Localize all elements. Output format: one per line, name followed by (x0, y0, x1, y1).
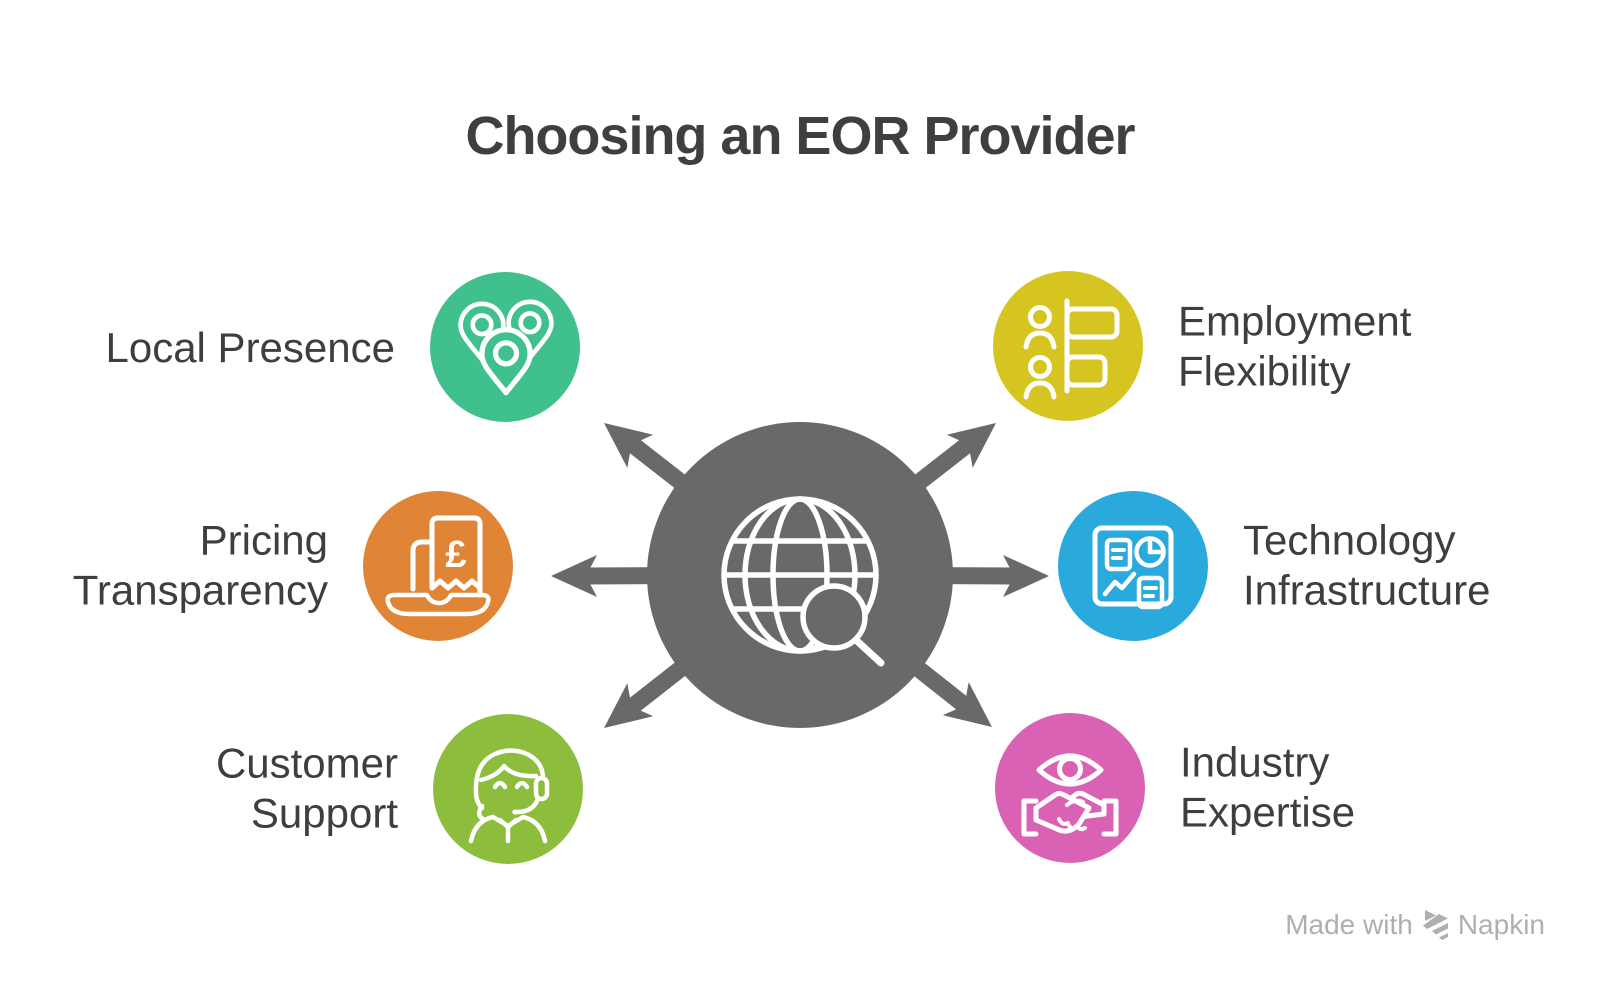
eye-handshake-icon (1021, 753, 1119, 837)
technology-infrastructure-label: Technology Infrastructure (1243, 516, 1490, 617)
laptop-receipt-icon: £ (385, 515, 491, 617)
technology-infrastructure-circle (1058, 491, 1208, 641)
industry-expertise-circle (995, 713, 1145, 863)
employment-flexibility-label: Employment Flexibility (1178, 297, 1411, 398)
customer-support-label: Customer Support (216, 739, 398, 840)
watermark: Made with Napkin (1285, 909, 1545, 941)
globe-search-icon (721, 496, 885, 667)
label-line: Employment (1178, 297, 1412, 345)
label-line: Pricing (199, 516, 328, 564)
label-line: Industry (1180, 738, 1330, 786)
map-pins-icon (458, 299, 554, 396)
page-title: Choosing an EOR Provider (465, 106, 1135, 166)
label-line: Transparency (72, 567, 328, 614)
pound-glyph: £ (445, 534, 466, 576)
local-presence-circle (430, 272, 580, 422)
industry-expertise-label: Industry Expertise (1180, 738, 1355, 839)
employment-flexibility-circle (993, 271, 1143, 421)
label-line: Technology (1243, 516, 1456, 564)
pricing-transparency-label: Pricing Transparency (73, 516, 328, 617)
watermark-brand: Napkin (1457, 909, 1545, 940)
label-line: Customer (215, 739, 398, 787)
label-line: Expertise (1180, 789, 1356, 836)
napkin-logo-icon (1422, 910, 1448, 940)
local-presence-label: Local Presence (105, 323, 395, 373)
label-line: Support (250, 790, 398, 837)
customer-support-circle (433, 714, 583, 864)
people-options-icon (1023, 298, 1120, 400)
label-line: Local Presence (105, 323, 395, 371)
dashboard-icon (1092, 525, 1174, 610)
pricing-transparency-circle: £ (363, 491, 513, 641)
label-line: Flexibility (1178, 348, 1351, 395)
watermark-prefix: Made with (1285, 909, 1413, 940)
label-line: Infrastructure (1243, 567, 1491, 614)
support-agent-icon (468, 748, 550, 844)
